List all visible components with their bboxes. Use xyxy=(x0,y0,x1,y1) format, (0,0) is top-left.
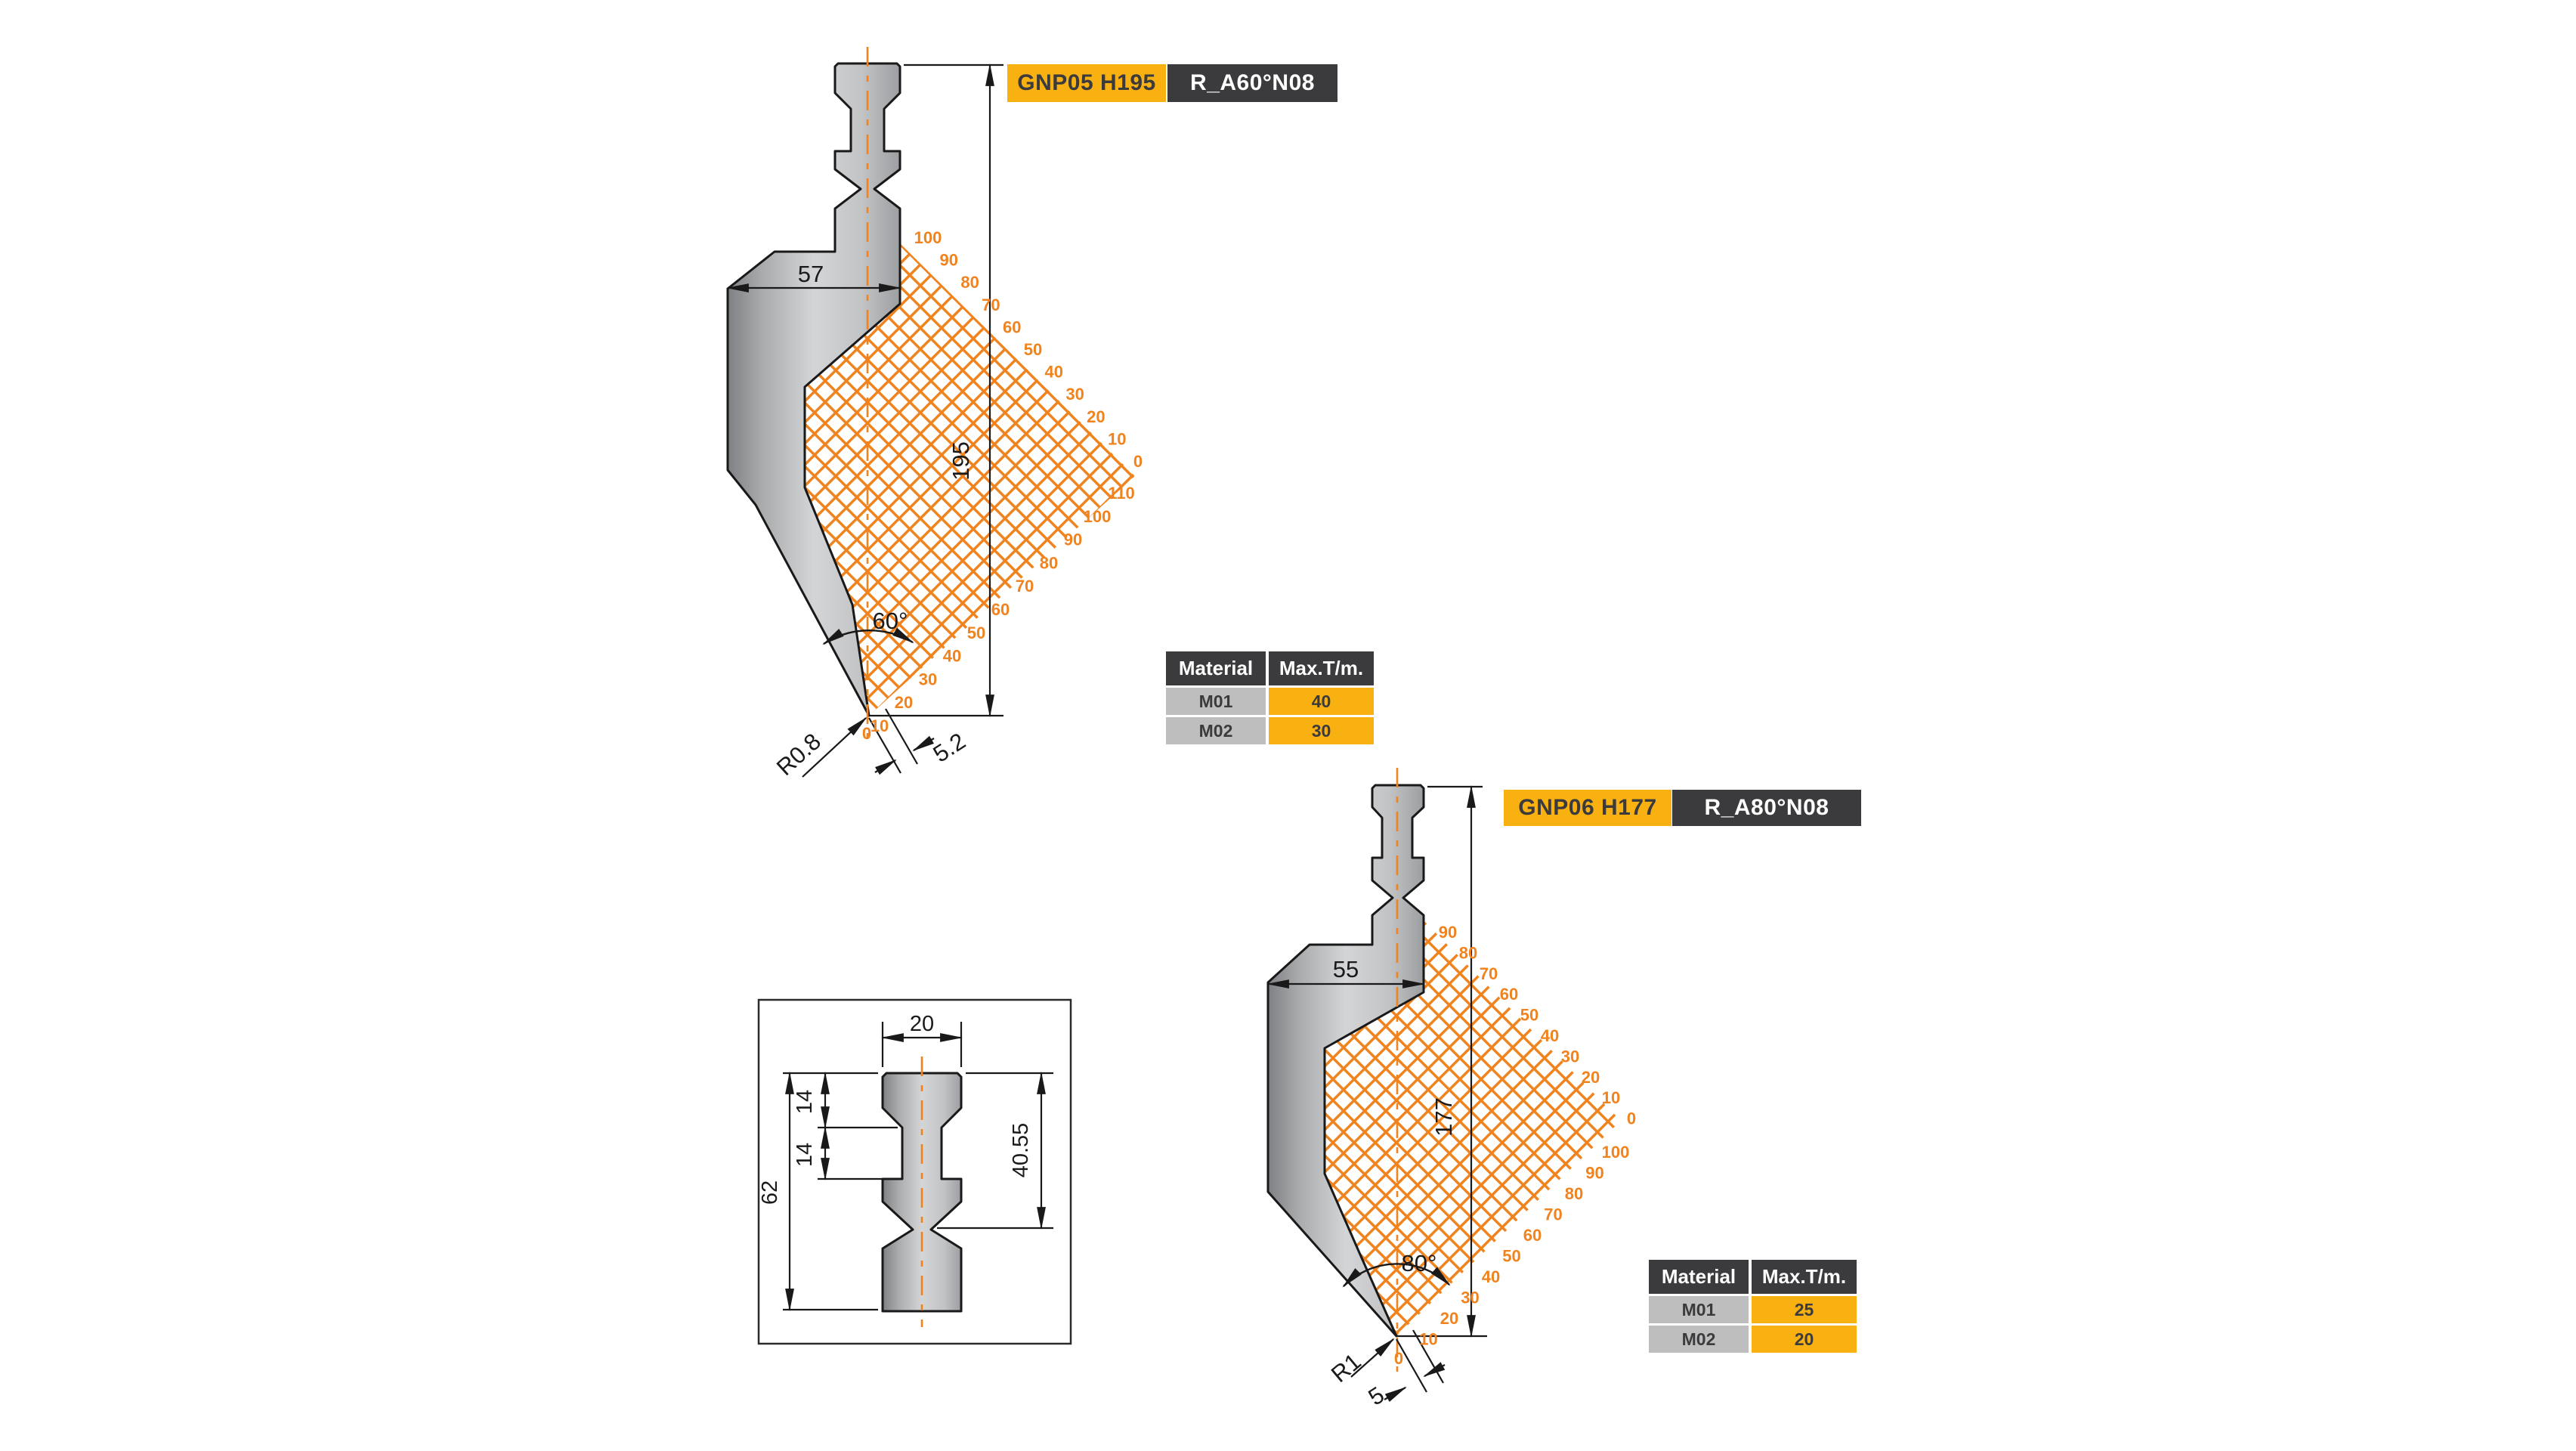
punch1-hatch-area xyxy=(805,243,1135,716)
hatch-ruler-number: 90 xyxy=(1064,531,1082,549)
punch2-angle-dimension: 80° xyxy=(1402,1250,1437,1276)
punch2-radius-leader xyxy=(1350,1338,1395,1378)
hatch-ruler-number: 80 xyxy=(1459,943,1477,962)
punch2-table-row1-value: 25 xyxy=(1752,1296,1857,1323)
punch1-radius-dimension: R0.8 xyxy=(772,728,826,781)
hatch-ruler-number: 70 xyxy=(1016,577,1034,596)
detail-total-dimension: 62 xyxy=(758,1180,782,1205)
hatch-ruler-number: 50 xyxy=(1024,340,1042,359)
punch2-offset-arrow-a xyxy=(1384,1386,1407,1402)
hatch-ruler-number: 40 xyxy=(1482,1267,1500,1286)
punch1-width-dimension: 57 xyxy=(798,261,824,287)
punch2-outline xyxy=(1266,784,1425,1338)
punch1-radius-leader xyxy=(802,716,867,778)
hatch-ruler-number: 80 xyxy=(960,273,979,292)
punch1-offset-arrow-b xyxy=(912,735,935,752)
hatch-ruler-number: 100 xyxy=(1084,507,1112,526)
punch1-offset-extension-b xyxy=(885,708,918,765)
punch2-table-row1-material: M01 xyxy=(1649,1296,1749,1323)
punch2-height-dimension: 177 xyxy=(1430,1097,1457,1137)
hatch-ruler-number: 30 xyxy=(1561,1047,1579,1066)
hatch-ruler-number: 100 xyxy=(1602,1143,1630,1162)
hatch-ruler-number: 20 xyxy=(1440,1309,1458,1328)
punch1-table-row1-material: M01 xyxy=(1166,688,1266,715)
punch2-table-row2-value: 20 xyxy=(1752,1326,1857,1353)
punch2-offset-extension-a xyxy=(1396,1338,1427,1393)
hatch-ruler-number: 30 xyxy=(919,670,937,688)
hatch-ruler-number: 40 xyxy=(943,647,961,666)
punch2-offset-dimension: 5 xyxy=(1364,1381,1390,1411)
hatch-ruler-number: 10 xyxy=(871,716,889,735)
punch1-model-chip: GNP05 H195 xyxy=(1007,64,1166,102)
hatch-ruler-number: 90 xyxy=(1585,1164,1603,1183)
hatch-ruler-number: 10 xyxy=(1602,1088,1620,1107)
punch1-table-row2-material: M02 xyxy=(1166,717,1266,744)
punch1-angle-arc xyxy=(822,627,914,645)
punch1-table-row2-value: 30 xyxy=(1269,717,1374,744)
hatch-ruler-number: 80 xyxy=(1040,553,1058,572)
punch1-drawing: 57 195 60° R0.8 5.2 10090807060504030201… xyxy=(725,47,1143,781)
hatch-ruler-number: 10 xyxy=(1419,1330,1437,1349)
hatch-ruler-number: 50 xyxy=(967,623,985,642)
hatch-ruler-number: 60 xyxy=(1003,317,1021,336)
hatch-ruler-number: 70 xyxy=(1544,1205,1562,1224)
punch2-table-row2-material: M02 xyxy=(1649,1326,1749,1353)
punch2-tip-zero-label: 0 xyxy=(1394,1349,1403,1368)
punch1-tip-zero-label: 0 xyxy=(862,724,871,743)
hatch-ruler-number: 0 xyxy=(1133,452,1143,471)
hatch-ruler-number: 20 xyxy=(1582,1068,1600,1087)
punch1-table-header-material: Material xyxy=(1166,651,1266,685)
hatch-ruler-number: 40 xyxy=(1045,363,1063,382)
hatch-ruler-number: 70 xyxy=(982,295,1000,314)
hatch-ruler-number: 60 xyxy=(1523,1226,1542,1245)
hatch-ruler-number: 60 xyxy=(991,600,1010,619)
hatch-ruler-number: 110 xyxy=(1108,484,1135,503)
hatch-ruler-number: 30 xyxy=(1461,1289,1479,1307)
hatch-ruler-number: 50 xyxy=(1502,1247,1520,1266)
hatch-ruler-number: 40 xyxy=(1541,1026,1559,1045)
punch2-width-dimension: 55 xyxy=(1333,956,1359,982)
punch2-angle-arc xyxy=(1342,1263,1451,1288)
hatch-ruler-number: 90 xyxy=(1439,923,1457,942)
punch2-offset-arrow-b xyxy=(1423,1362,1446,1378)
hatch-ruler-number: 10 xyxy=(1108,429,1126,448)
punch2-model-chip: GNP06 H177 xyxy=(1504,790,1671,826)
detail-frame xyxy=(757,998,1072,1345)
hatch-ruler-number: 0 xyxy=(1627,1109,1636,1128)
hatch-ruler-number: 70 xyxy=(1480,964,1498,983)
punch1-offset-dimension: 5.2 xyxy=(929,728,970,768)
punch2-material-table: Material Max.T/m. M01 25 M02 20 xyxy=(1649,1260,1857,1353)
punch1-code-chip: R_A60°N08 xyxy=(1167,64,1337,102)
punch2-radius-dimension: R1 xyxy=(1326,1348,1366,1388)
detail-shoulder-dimension: 40.55 xyxy=(1009,1123,1033,1178)
punch1-material-table: Material Max.T/m. M01 40 M02 30 xyxy=(1166,651,1374,744)
detail-seg2-dimension: 14 xyxy=(793,1143,817,1167)
punch1-table-header-maxt: Max.T/m. xyxy=(1269,651,1374,685)
shank-detail-drawing: 20 14 14 62 40.55 xyxy=(757,998,1072,1345)
hatch-ruler-number: 50 xyxy=(1520,1006,1538,1025)
hatch-ruler-number: 30 xyxy=(1065,385,1084,404)
punch2-code-chip: R_A80°N08 xyxy=(1672,790,1861,826)
detail-width-dimension: 20 xyxy=(910,1012,934,1036)
hatch-ruler-number: 60 xyxy=(1500,985,1518,1004)
hatch-ruler-number: 20 xyxy=(895,693,913,712)
hatch-ruler-number: 100 xyxy=(914,228,942,247)
detail-seg1-dimension: 14 xyxy=(793,1090,817,1114)
punch1-height-dimension: 195 xyxy=(948,441,974,481)
punch1-angle-dimension: 60° xyxy=(873,608,908,634)
hatch-ruler-number: 20 xyxy=(1087,407,1105,426)
punch2-table-header-maxt: Max.T/m. xyxy=(1752,1260,1857,1294)
punch1-table-row1-value: 40 xyxy=(1269,688,1374,715)
punch1-offset-arrow-a xyxy=(874,759,897,775)
hatch-ruler-number: 90 xyxy=(940,251,958,270)
punch2-table-header-material: Material xyxy=(1649,1260,1749,1294)
hatch-ruler-number: 80 xyxy=(1565,1184,1583,1203)
